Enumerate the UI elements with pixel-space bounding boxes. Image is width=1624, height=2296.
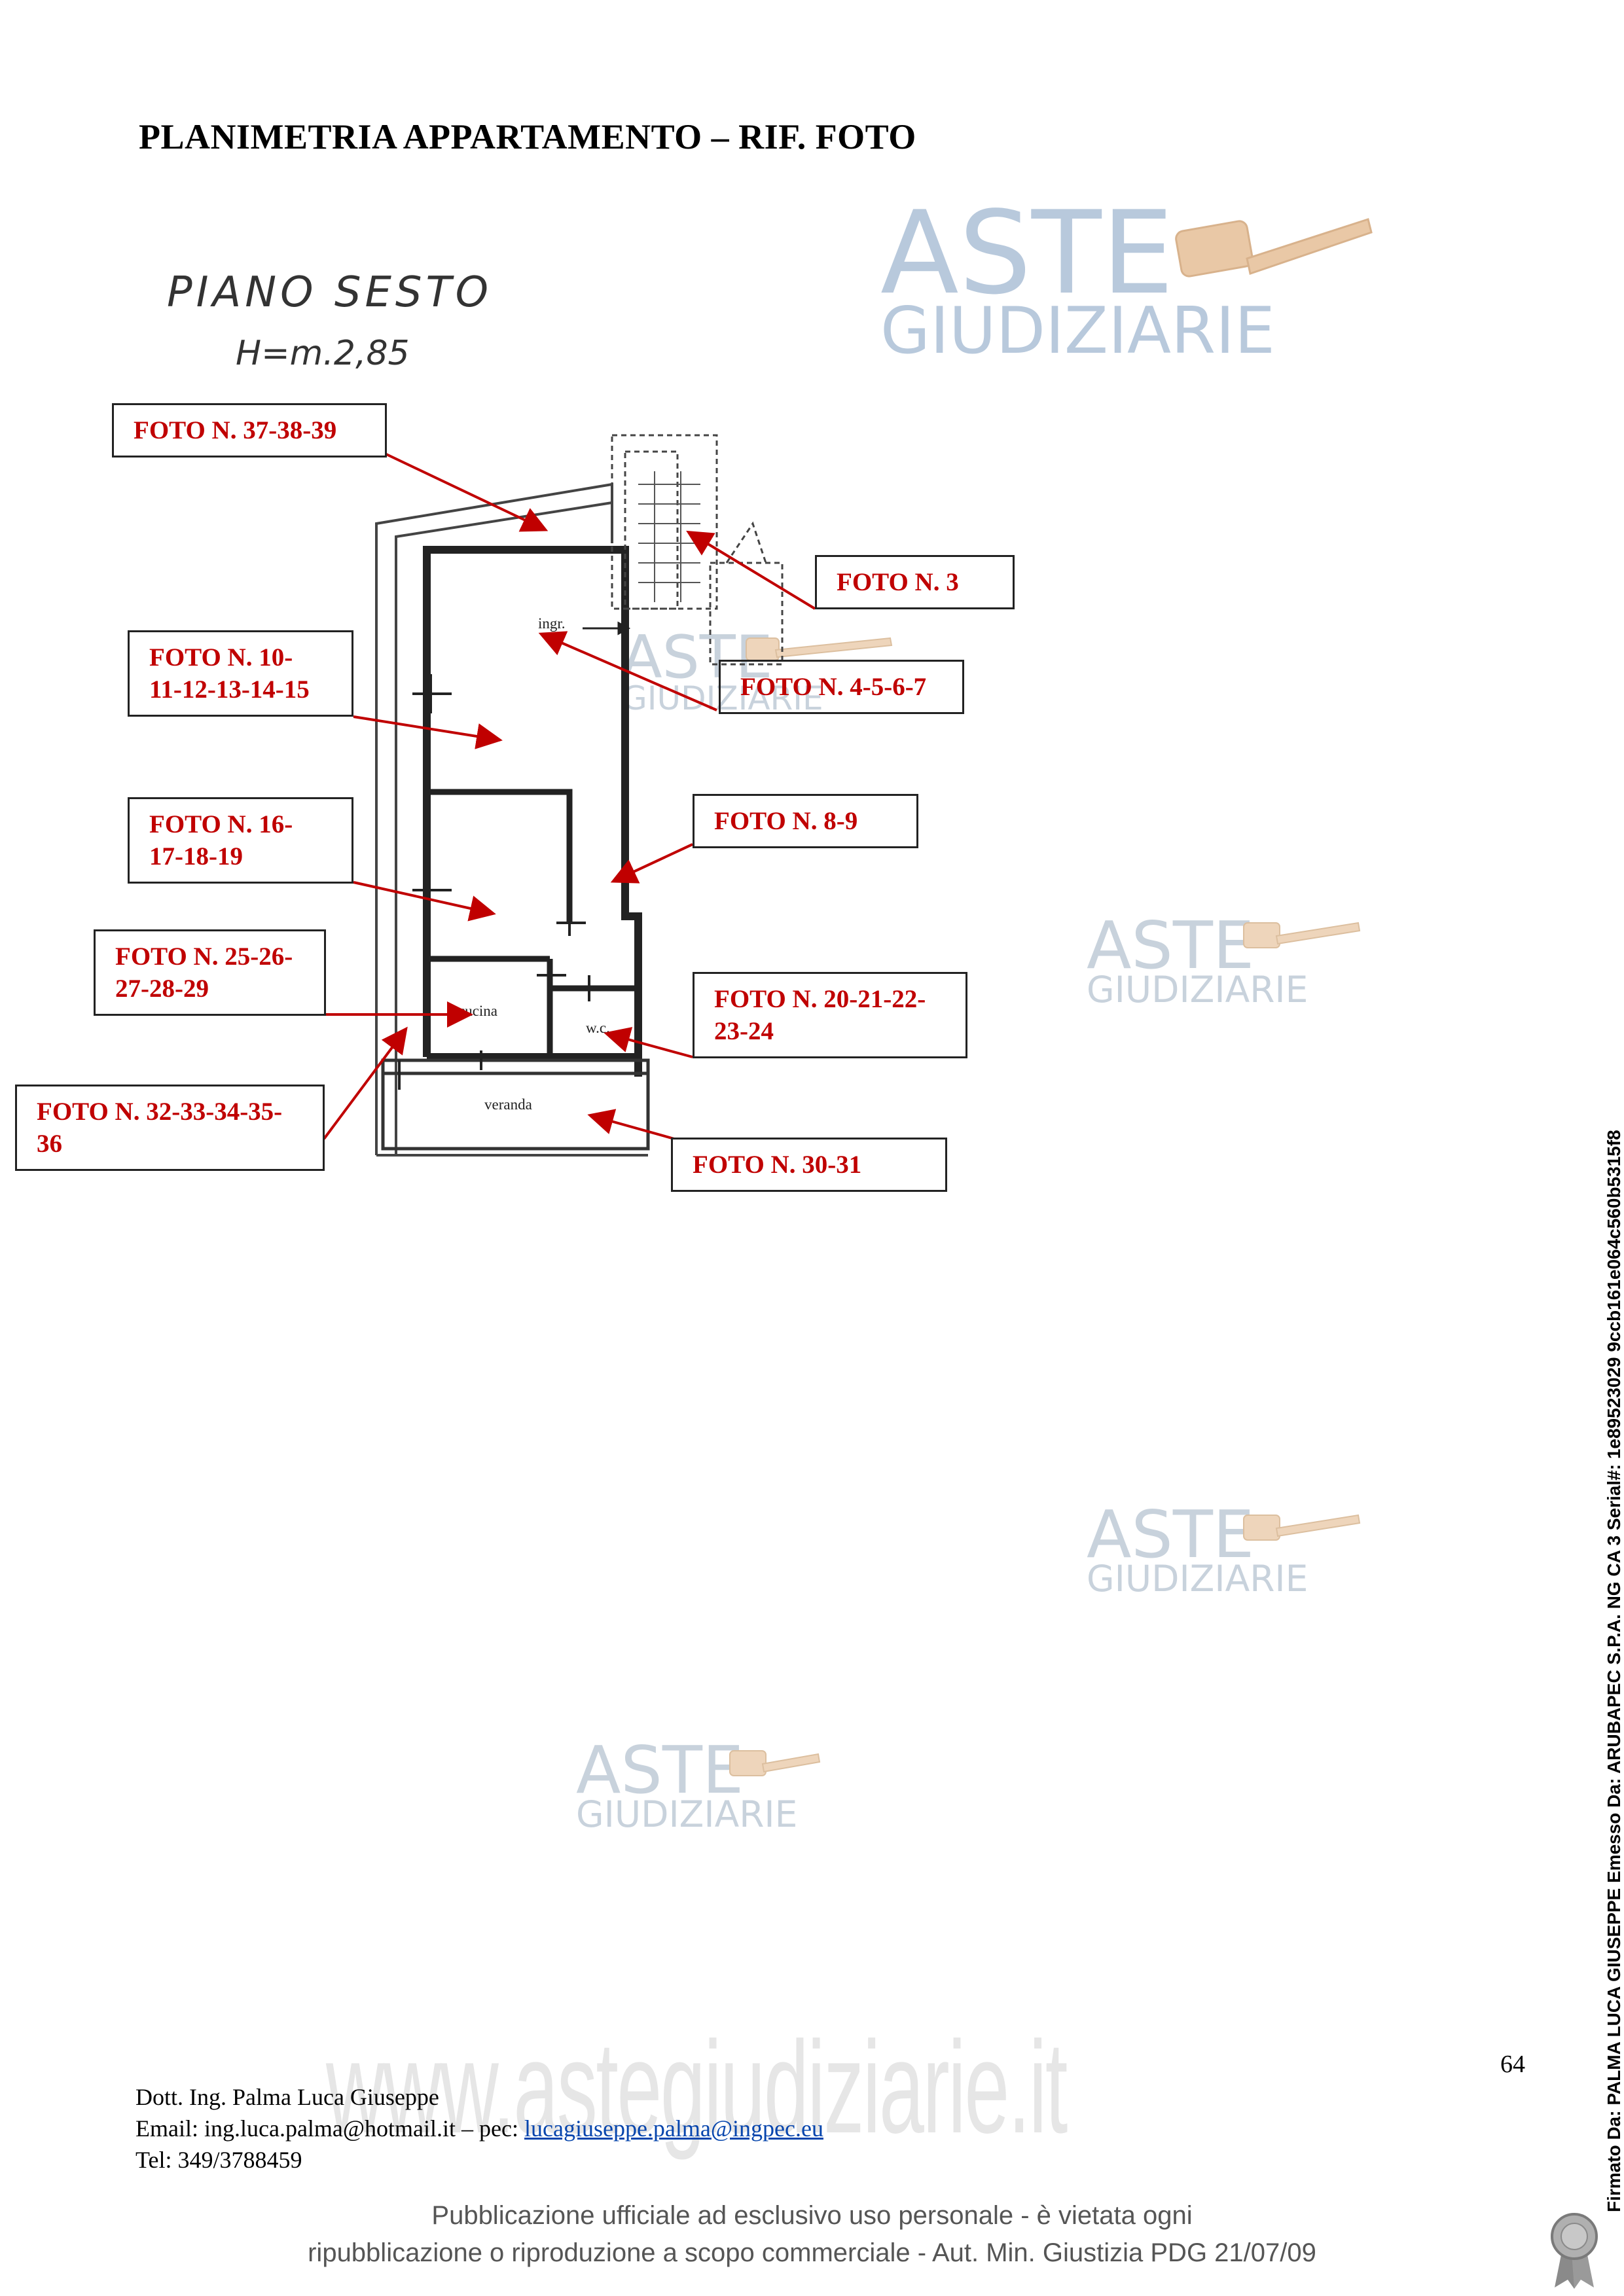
stair-block — [611, 434, 784, 666]
gavel-icon — [1175, 218, 1373, 278]
watermark-word2: GIUDIZIARIE — [1087, 969, 1308, 1011]
stair-steps — [638, 471, 700, 602]
author-contacts: Email: ing.luca.palma@hotmail.it – pec: … — [135, 2113, 823, 2144]
watermark-word1: ASTE — [1087, 1496, 1255, 1573]
room-label-veranda: veranda — [484, 1096, 532, 1113]
watermark-word1: ASTE — [1087, 907, 1255, 984]
aste-watermark-1: ASTE GIUDIZIARIE — [880, 196, 1275, 363]
foto-label-4-5-6-7: FOTO N. 4-5-6-7 — [719, 660, 964, 714]
digital-signature: Firmato Da: PALMA LUCA GIUSEPPE Emesso D… — [1604, 1130, 1624, 2212]
watermark-word2: GIUDIZIARIE — [576, 1793, 798, 1835]
foto-label-20-24: FOTO N. 20-21-22- 23-24 — [693, 972, 967, 1058]
page-title: PLANIMETRIA APPARTAMENTO – RIF. FOTO — [139, 117, 916, 156]
gavel-icon — [729, 637, 1361, 1776]
watermark-word1: ASTE — [880, 187, 1174, 320]
apartment-walls — [423, 546, 642, 1077]
plan-height: H=m.2,85 — [236, 334, 410, 373]
foto-label-25-29: FOTO N. 25-26- 27-28-29 — [94, 929, 326, 1016]
foto-label-10-15: FOTO N. 10- 11-12-13-14-15 — [128, 630, 353, 717]
foto-label-37-38-39: FOTO N. 37-38-39 — [112, 403, 387, 457]
page-number: 64 — [1500, 2051, 1525, 2078]
aste-watermark-4: ASTE GIUDIZIARIE — [1087, 1502, 1308, 1597]
aste-watermark-5: ASTE GIUDIZIARIE — [576, 1738, 797, 1833]
veranda — [381, 1058, 650, 1151]
author-name: Dott. Ing. Palma Luca Giuseppe — [135, 2084, 439, 2110]
publication-line-2: ripubblicazione o riproduzione a scopo c… — [308, 2238, 1316, 2267]
site-watermark: www.astegiudiziarie.it — [326, 2015, 1068, 2161]
watermark-word2: GIUDIZIARIE — [1087, 1558, 1308, 1600]
publication-line-1: Pubblicazione ufficiale ad esclusivo uso… — [431, 2201, 1193, 2230]
foto-label-3: FOTO N. 3 — [815, 555, 1015, 609]
aste-watermark-2: ASTE GIUDIZIARIE — [622, 628, 823, 715]
entry-arrow — [583, 621, 631, 636]
pec-link[interactable]: lucagiuseppe.palma@ingpec.eu — [524, 2115, 823, 2142]
door-marks — [398, 674, 590, 1090]
author-tel: Tel: 349/3788459 — [135, 2147, 302, 2173]
watermark-word1: ASTE — [576, 1732, 744, 1808]
foto-label-32-36: FOTO N. 32-33-34-35- 36 — [15, 1085, 325, 1171]
plan-heading: PIANO SESTO — [167, 268, 492, 317]
aste-watermark-3: ASTE GIUDIZIARIE — [1087, 913, 1308, 1008]
watermark-word2: GIUDIZIARIE — [880, 294, 1275, 368]
email-text: Email: ing.luca.palma@hotmail.it – pec: — [135, 2115, 524, 2142]
foto-label-16-19: FOTO N. 16- 17-18-19 — [128, 797, 353, 884]
interior-walls — [427, 789, 638, 1057]
room-label-ingr: ingr. — [538, 615, 566, 632]
seal-icon — [1551, 2213, 1598, 2289]
watermark-word2: GIUDIZIARIE — [622, 679, 823, 717]
foto-label-30-31: FOTO N. 30-31 — [671, 1138, 947, 1192]
author-footer: Dott. Ing. Palma Luca Giuseppe Email: in… — [135, 2081, 823, 2176]
foto-label-8-9: FOTO N. 8-9 — [693, 794, 918, 848]
